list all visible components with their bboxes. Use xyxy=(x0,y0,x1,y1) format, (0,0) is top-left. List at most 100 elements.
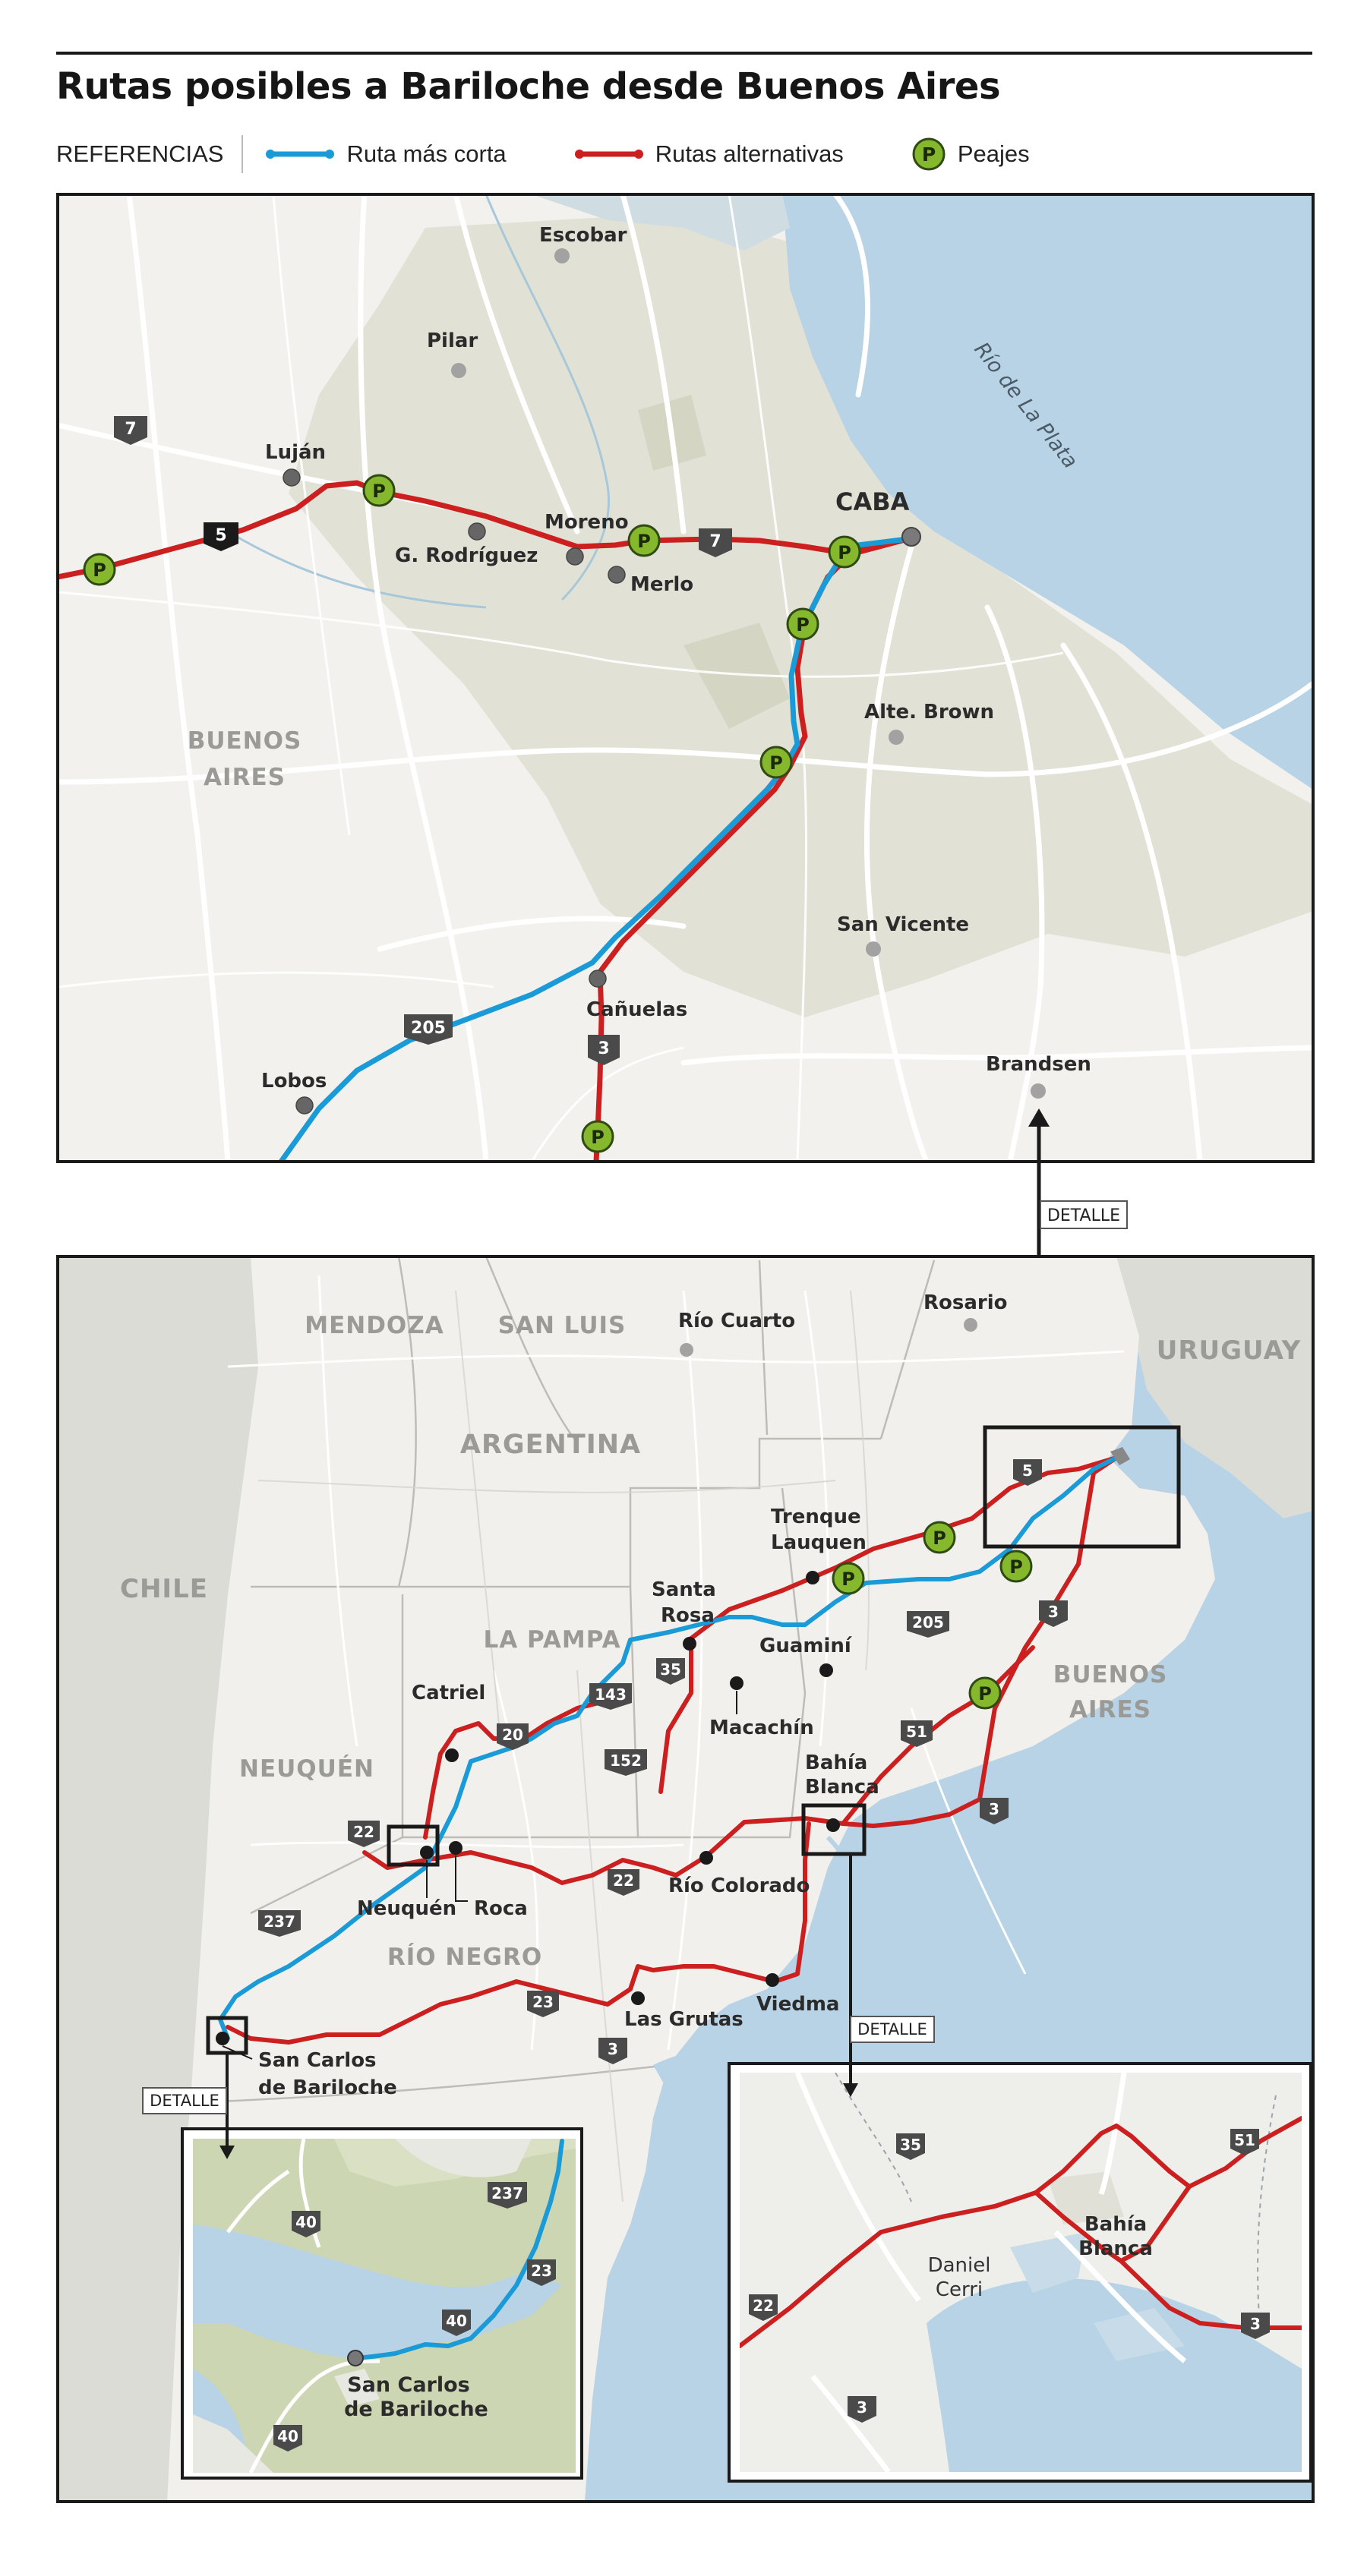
rio-de-la-plata-water xyxy=(782,194,1313,790)
label-macachin: Macachín xyxy=(709,1717,814,1739)
detalle-label-bariloche: DETALLE xyxy=(150,2092,219,2110)
legend-item-tolls: P Peajes xyxy=(911,136,1030,172)
road-shield-7-east: 7 xyxy=(699,528,732,557)
road-shield-23-overview: 23 xyxy=(527,1991,559,2017)
svg-text:23: 23 xyxy=(532,1993,554,2011)
label-rio-negro: RÍO NEGRO xyxy=(387,1944,542,1971)
label-pilar: Pilar xyxy=(427,329,478,352)
svg-text:20: 20 xyxy=(502,1726,523,1744)
label-santa-rosa-2: Rosa xyxy=(661,1604,715,1627)
svg-text:143: 143 xyxy=(595,1685,627,1704)
road-shield-237-overview: 237 xyxy=(258,1910,301,1937)
detail-region-label: BUENOS AIRES xyxy=(188,727,301,791)
svg-text:7: 7 xyxy=(125,420,136,439)
detalle-label-top: DETALLE xyxy=(1047,1206,1120,1225)
road-shield-7-west: 7 xyxy=(114,416,147,445)
svg-text:3: 3 xyxy=(857,2398,867,2417)
legend-label-tolls: Peajes xyxy=(957,140,1030,167)
svg-text:5: 5 xyxy=(1022,1461,1033,1480)
label-uruguay: URUGUAY xyxy=(1157,1335,1302,1366)
detail-box-bahia-blanca xyxy=(801,1803,867,1856)
overview-road-shields: 5 3 205 35 143 20 152 51 22 22 3 237 23 … xyxy=(258,1459,1068,2064)
svg-text:7: 7 xyxy=(709,532,721,551)
label-lobos: Lobos xyxy=(261,1070,327,1093)
legend-item-shortest: Ruta más corta xyxy=(264,140,507,168)
label-bahia-inset-2: Blanca xyxy=(1078,2237,1153,2260)
label-daniel-cerri-2: Cerri xyxy=(936,2278,983,2301)
label-neuquen-province: NEUQUÉN xyxy=(239,1755,374,1783)
shortest-route-swatch-icon xyxy=(266,150,335,159)
detail-box-neuquen xyxy=(387,1824,440,1867)
svg-text:40: 40 xyxy=(295,2213,317,2231)
detail-road-shields: 7 5 7 205 3 xyxy=(114,416,732,1065)
road-shield-3-overview-c: 3 xyxy=(598,2038,627,2064)
bahia-detail-arrow: DETALLE xyxy=(843,1854,935,2097)
svg-text:237: 237 xyxy=(491,2184,523,2202)
overview-map-frame xyxy=(56,1255,1315,2503)
label-san-luis: SAN LUIS xyxy=(498,1312,627,1339)
chile-land xyxy=(58,1256,258,2502)
road-shield-5-overview: 5 xyxy=(1013,1459,1042,1486)
svg-text:3: 3 xyxy=(598,1039,609,1058)
alternative-route-swatch-icon xyxy=(574,150,643,159)
bariloche-detail-arrow: DETALLE xyxy=(142,2053,235,2159)
label-las-grutas: Las Grutas xyxy=(624,2008,743,2031)
label-bariloche-inset-2: de Bariloche xyxy=(344,2398,488,2421)
legend-item-alternative: Rutas alternativas xyxy=(573,140,844,168)
label-roca: Roca xyxy=(474,1897,528,1920)
bahia-inset-labels: Daniel Cerri Bahía Blanca xyxy=(928,2213,1153,2301)
overview-region-labels: MENDOZA SAN LUIS ARGENTINA LA PAMPA NEUQ… xyxy=(120,1312,1302,1971)
label-caba: CABA xyxy=(835,487,910,516)
legend-title: REFERENCIAS xyxy=(56,140,224,167)
label-rosario: Rosario xyxy=(923,1291,1008,1314)
legend: REFERENCIAS Ruta más corta Rutas alterna… xyxy=(56,135,1097,173)
label-daniel-cerri-1: Daniel xyxy=(928,2254,991,2277)
label-escobar: Escobar xyxy=(539,224,627,247)
road-shield-152-overview: 152 xyxy=(605,1749,647,1776)
road-shield-51-overview: 51 xyxy=(901,1720,933,1747)
svg-text:3: 3 xyxy=(989,1800,999,1818)
label-san-vicente: San Vicente xyxy=(837,913,969,936)
label-alte-brown: Alte. Brown xyxy=(864,701,994,724)
overview-city-labels: Río Cuarto Rosario Trenque Lauquen Santa… xyxy=(258,1291,1008,2099)
label-lujan: Luján xyxy=(265,441,326,464)
road-network xyxy=(58,194,1313,1162)
label-g-rodriguez: G. Rodríguez xyxy=(395,544,538,567)
detail-city-labels: Escobar Pilar Luján G. Rodríguez Moreno … xyxy=(261,224,1091,1093)
legend-divider xyxy=(242,135,244,173)
svg-text:40: 40 xyxy=(277,2427,298,2445)
legend-label-alternative: Rutas alternativas xyxy=(655,140,844,167)
label-bariloche-1: San Carlos xyxy=(258,2049,377,2072)
label-bahia-blanca-2: Blanca xyxy=(805,1776,879,1799)
svg-text:22: 22 xyxy=(353,1823,374,1841)
svg-text:51: 51 xyxy=(906,1723,927,1741)
road-shield-22-overview-b: 22 xyxy=(608,1869,639,1896)
label-bariloche-2: de Bariloche xyxy=(258,2076,397,2099)
road-shield-143-overview: 143 xyxy=(589,1683,632,1710)
label-bariloche-inset-1: San Carlos xyxy=(347,2373,470,2397)
bariloche-inset-labels: San Carlos de Bariloche xyxy=(344,2373,488,2421)
bariloche-inset-shields: 40 237 23 40 40 xyxy=(273,2182,556,2451)
bahia-inset-shields: 35 51 22 3 3 xyxy=(749,2129,1270,2423)
road-shield-3-overview-b: 3 xyxy=(980,1798,1009,1824)
svg-text:35: 35 xyxy=(660,1660,681,1679)
road-shield-3: 3 xyxy=(588,1035,620,1065)
svg-text:P: P xyxy=(922,143,936,166)
label-mendoza: MENDOZA xyxy=(305,1312,444,1339)
label-la-pampa: LA PAMPA xyxy=(483,1626,620,1654)
detail-map-frame xyxy=(56,193,1315,1163)
label-chile: CHILE xyxy=(120,1574,208,1604)
svg-text:23: 23 xyxy=(531,2262,552,2280)
detalle-label-bahia: DETALLE xyxy=(857,2020,927,2038)
label-bahia-blanca-1: Bahía xyxy=(805,1751,867,1774)
town-markers xyxy=(451,248,1046,1099)
label-neuquen-city: Neuquén xyxy=(357,1897,456,1920)
uruguay-land xyxy=(1116,1256,1313,1518)
svg-text:205: 205 xyxy=(912,1613,944,1632)
svg-text:237: 237 xyxy=(264,1912,295,1931)
road-shield-205: 205 xyxy=(404,1014,453,1045)
toll-icon: P xyxy=(912,137,946,171)
road-shield-22-overview-a: 22 xyxy=(348,1821,380,1847)
page-title: Rutas posibles a Bariloche desde Buenos … xyxy=(56,65,1001,108)
svg-text:152: 152 xyxy=(610,1751,642,1770)
